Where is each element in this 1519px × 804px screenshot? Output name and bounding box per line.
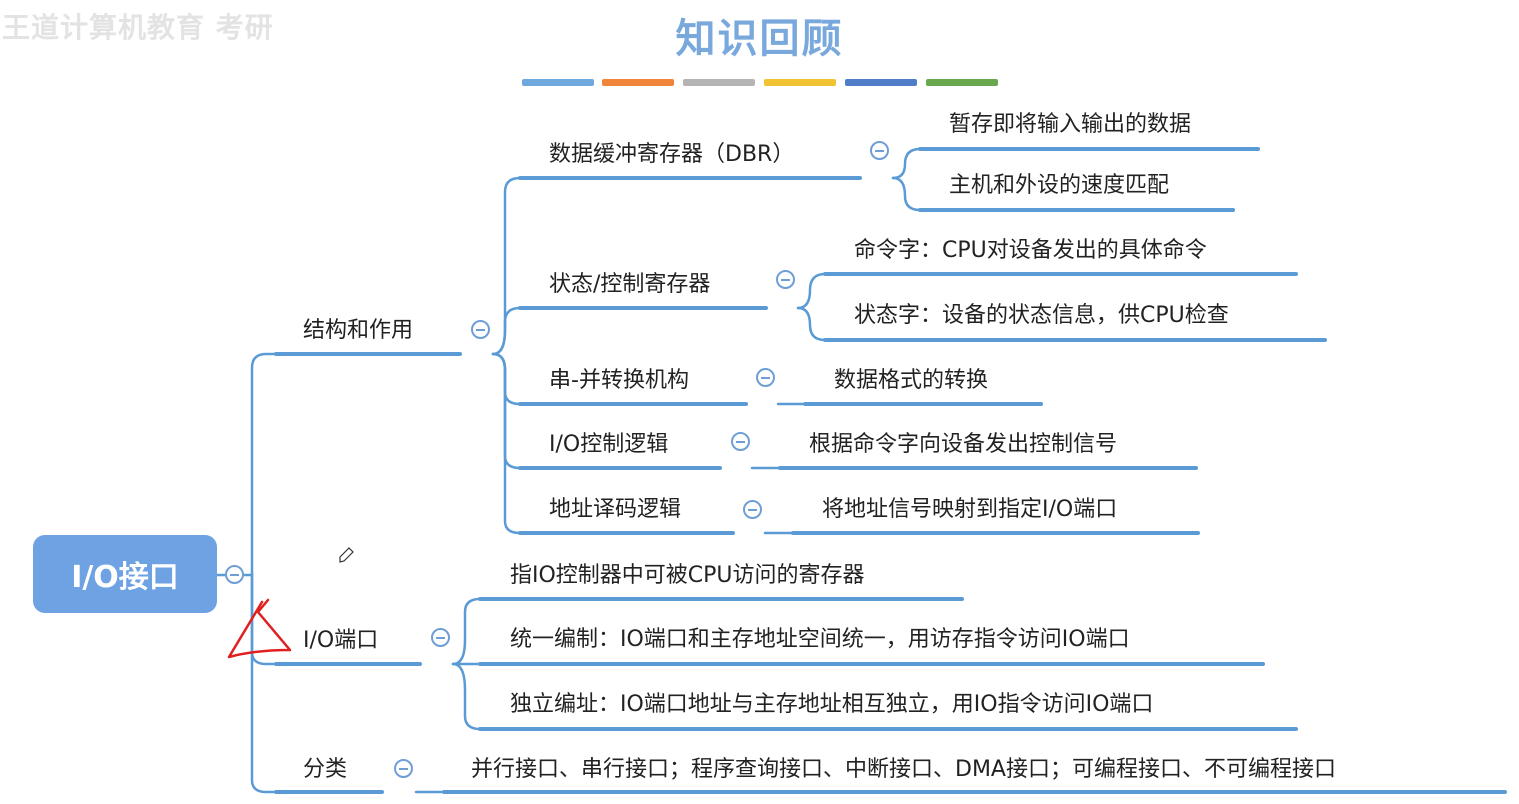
connector <box>491 306 522 356</box>
leaf-dbr-1[interactable]: 暂存即将输入输出的数据 <box>949 112 1192 137</box>
collapse-icon[interactable] <box>731 432 750 451</box>
node-unified-addressing[interactable]: 统一编制：IO端口和主存地址空间统一，用访存指令访问IO端口 <box>510 627 1130 652</box>
connector <box>250 573 278 794</box>
node-status-control-register[interactable]: 状态/控制寄存器 <box>549 272 711 297</box>
leaf-status-word[interactable]: 状态字：设备的状态信息，供CPU检查 <box>854 303 1229 328</box>
color-bar-segment <box>845 79 917 86</box>
leaf-dbr-2[interactable]: 主机和外设的速度匹配 <box>949 173 1170 198</box>
leaf-address-mapping[interactable]: 将地址信号映射到指定I/O端口 <box>822 497 1118 522</box>
collapse-icon[interactable] <box>471 320 490 339</box>
connector <box>891 176 922 212</box>
page-title: 知识回顾 <box>675 16 844 62</box>
root-node[interactable]: I/O接口 <box>33 535 217 613</box>
watermark: 王道计算机教育 考研 <box>2 11 274 44</box>
connector <box>491 352 522 470</box>
collapse-icon[interactable] <box>870 141 889 160</box>
branch-io-port[interactable]: I/O端口 <box>303 628 379 653</box>
collapse-icon[interactable] <box>756 368 775 387</box>
connector <box>796 306 827 342</box>
pen-cursor-icon <box>339 547 354 563</box>
node-interface-types[interactable]: 并行接口、串行接口；程序查询接口、中断接口、DMA接口；可编程接口、不可编程接口 <box>471 757 1336 782</box>
node-address-decode[interactable]: 地址译码逻辑 <box>549 497 682 522</box>
node-io-control-logic[interactable]: I/O控制逻辑 <box>549 432 669 457</box>
color-bar-segment <box>764 79 836 86</box>
annotation-triangle <box>227 598 292 659</box>
connector <box>451 597 482 666</box>
connector <box>491 176 522 356</box>
collapse-icon[interactable] <box>394 759 413 778</box>
collapse-icon[interactable] <box>776 270 795 289</box>
branch-structure-function[interactable]: 结构和作用 <box>303 318 414 343</box>
leaf-data-format[interactable]: 数据格式的转换 <box>834 368 989 393</box>
color-bar-segment <box>522 79 594 86</box>
connector <box>491 352 522 406</box>
collapse-icon[interactable] <box>225 565 244 584</box>
collapse-icon[interactable] <box>743 500 762 519</box>
connector <box>491 352 522 535</box>
connector <box>451 662 482 731</box>
node-independent-addressing[interactable]: 独立编址：IO端口地址与主存地址相互独立，用IO指令访问IO端口 <box>510 692 1154 717</box>
connector <box>796 272 827 310</box>
node-serial-parallel[interactable]: 串-并转换机构 <box>549 368 689 393</box>
connector <box>250 352 278 577</box>
collapse-icon[interactable] <box>431 628 450 647</box>
node-port-definition[interactable]: 指IO控制器中可被CPU访问的寄存器 <box>510 563 865 588</box>
leaf-command-word[interactable]: 命令字：CPU对设备发出的具体命令 <box>854 238 1207 263</box>
color-bar-segment <box>683 79 755 86</box>
color-bar-segment <box>926 79 998 86</box>
node-dbr[interactable]: 数据缓冲寄存器（DBR） <box>549 142 795 167</box>
leaf-control-signal[interactable]: 根据命令字向设备发出控制信号 <box>809 432 1118 457</box>
color-bar-segment <box>602 79 674 86</box>
branch-classification[interactable]: 分类 <box>303 757 348 782</box>
connector <box>891 147 922 180</box>
